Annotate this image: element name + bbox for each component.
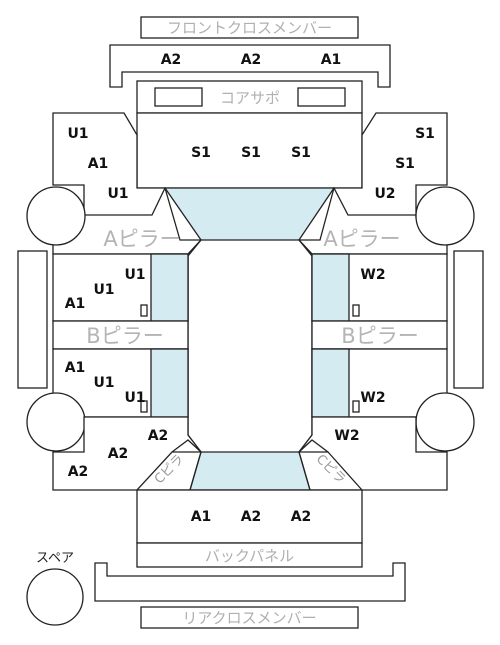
front-right-fender-zone-2: S1	[395, 156, 415, 172]
left-rocker-panel	[17, 250, 48, 389]
hood-zone-3: S1	[291, 145, 311, 161]
right-front-door-handle	[352, 304, 360, 317]
core-support-right-slot	[297, 87, 346, 107]
a-pillar-left-label: Aピラー	[103, 227, 180, 251]
cabin-left-side	[187, 239, 202, 453]
left-front-door-zone-1: U1	[124, 267, 145, 283]
left-rear-door-zone-2: U1	[93, 375, 114, 391]
rear-cross-member-box	[140, 606, 359, 629]
core-support-label: コアサポ	[220, 89, 280, 107]
front-bumper-outline	[109, 44, 391, 88]
right-rear-quarter	[297, 416, 448, 491]
right-rocker-panel	[453, 250, 484, 389]
back-panel-label: バックパネル	[205, 547, 294, 565]
left-rear-door-zone-3: U1	[124, 390, 145, 406]
front-right-fender-zone-3: U2	[374, 186, 395, 202]
right-rear-door-glass	[311, 348, 350, 418]
front-bumper-zone-1: A2	[161, 52, 182, 68]
a-pillar-right-label: Aピラー	[323, 227, 400, 251]
back-panel-box	[136, 542, 363, 568]
rear-cross-member-label: リアクロスメンバー	[182, 609, 316, 627]
right-rear-quarter-zone: W2	[334, 428, 359, 444]
left-front-door-zone-2: U1	[93, 282, 114, 298]
core-support-left-slot	[154, 87, 203, 107]
rear-bumper-outline	[94, 562, 406, 602]
b-pillar-left-label: Bピラー	[86, 324, 163, 348]
front-left-fender	[52, 112, 167, 216]
right-rear-door-zone: W2	[360, 390, 385, 406]
cabin-right-side	[298, 239, 313, 453]
trunk-zone-2: A2	[241, 509, 262, 525]
spare-label: スペア	[36, 551, 74, 566]
front-left-wheel	[26, 186, 86, 246]
front-right-wheel	[415, 186, 475, 246]
right-front-door-zone: W2	[360, 267, 385, 283]
hood-zone-1: S1	[191, 145, 211, 161]
left-rear-quarter	[52, 416, 203, 491]
right-front-door-glass	[311, 253, 350, 322]
trunk-lid	[136, 489, 363, 544]
right-rear-door-handle	[352, 400, 360, 413]
trunk-zone-3: A2	[291, 509, 312, 525]
left-rear-quarter-zone-1: A2	[148, 428, 169, 444]
front-cross-member-box	[140, 16, 359, 39]
front-cross-member-label: フロントクロスメンバー	[167, 19, 332, 37]
windshield	[163, 187, 336, 241]
left-rear-door-handle	[140, 400, 148, 413]
left-rear-quarter-zone-2: A2	[108, 446, 129, 462]
rear-left-wheel	[26, 392, 86, 452]
b-pillar-right-label: Bピラー	[341, 324, 418, 348]
front-right-fender-zone-1: S1	[415, 126, 435, 142]
spare-tire	[26, 568, 84, 626]
front-bumper-zone-3: A1	[321, 52, 342, 68]
left-front-door-glass	[150, 253, 189, 322]
left-rear-quarter-zone-3: A2	[68, 464, 89, 480]
left-front-door-handle	[140, 304, 148, 317]
front-right-fender	[332, 112, 448, 216]
front-left-fender-zone-2: A1	[88, 156, 109, 172]
front-bumper-zone-2: A2	[241, 52, 262, 68]
hood-zone-2: S1	[241, 145, 261, 161]
rear-window	[189, 451, 311, 491]
front-left-fender-zone-3: U1	[107, 186, 128, 202]
front-left-fender-zone-1: U1	[67, 126, 88, 142]
left-rear-door-zone-1: A1	[65, 360, 86, 376]
trunk-zone-1: A1	[191, 509, 212, 525]
rear-right-wheel	[415, 392, 475, 452]
left-rear-door-glass	[150, 348, 189, 418]
left-front-door-zone-3: A1	[65, 296, 86, 312]
